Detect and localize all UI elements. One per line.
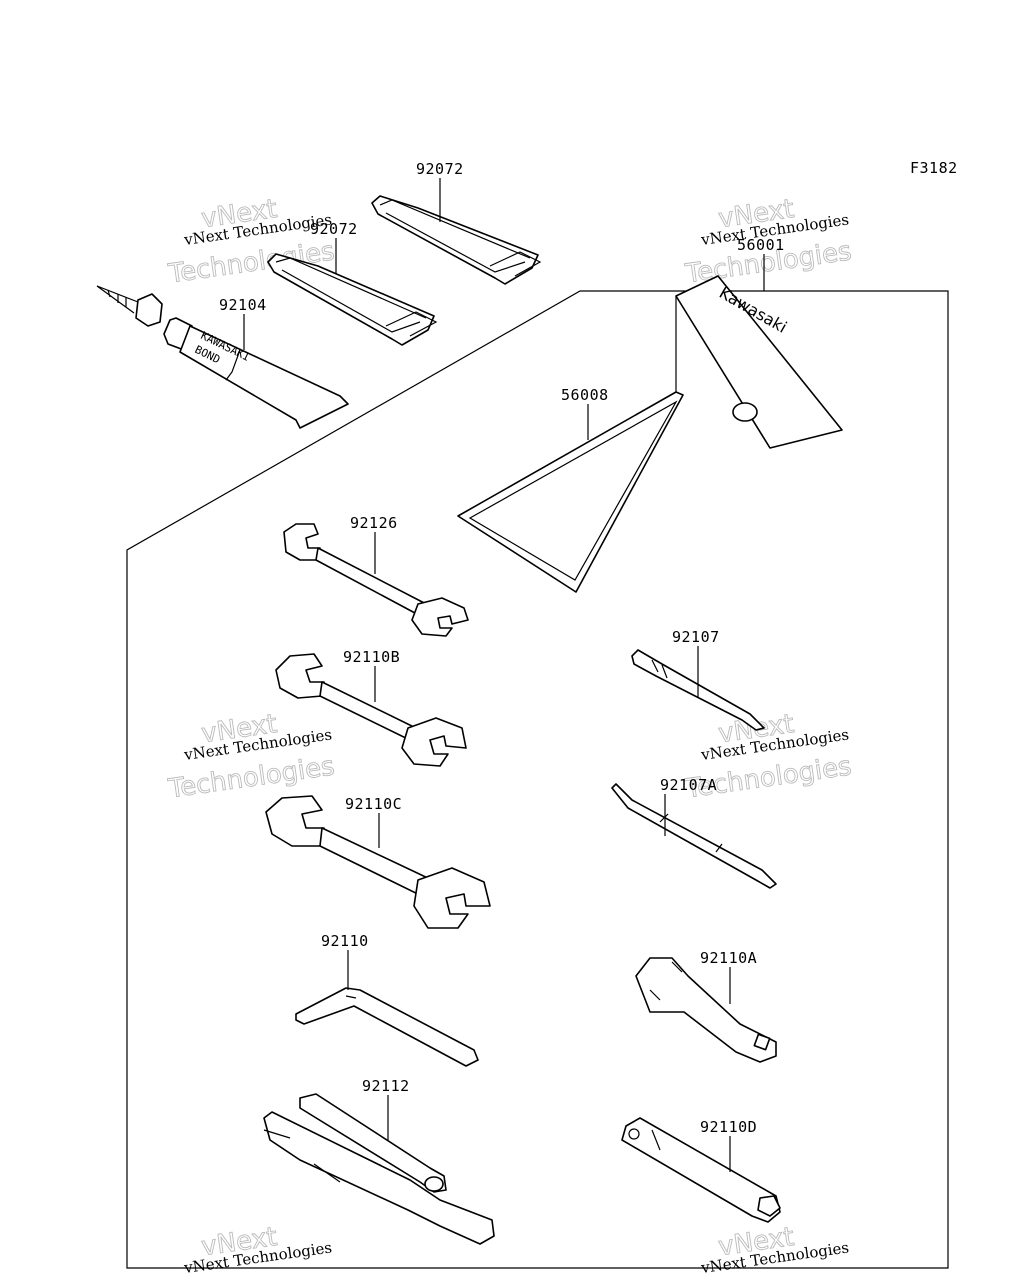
spanner-mid[interactable]	[275, 653, 467, 767]
label-screwdriver: 92107	[672, 628, 720, 646]
spanner-large[interactable]	[265, 795, 491, 929]
bond-tube[interactable]: KAWASAKI BOND	[96, 285, 349, 429]
tool-bag[interactable]: Kawasaki	[457, 275, 843, 593]
pliers[interactable]	[263, 1093, 495, 1245]
label-screwdriver-bit: 92107A	[660, 776, 717, 794]
label-spanner-large: 92110C	[345, 795, 402, 813]
spanner-small[interactable]	[283, 523, 469, 637]
watermark-mid-left: vNext vNext Technologies Technologies	[165, 709, 336, 805]
box-wrench[interactable]	[621, 1117, 781, 1223]
plug-wrench[interactable]	[635, 957, 777, 1063]
strap-upper[interactable]	[371, 195, 542, 285]
label-plug-wrench: 92110A	[700, 949, 757, 967]
strap-lower[interactable]	[267, 253, 438, 346]
label-tool-bag: 56008	[561, 386, 609, 404]
label-bond-tube: 92104	[219, 296, 267, 314]
label-box-wrench: 92110D	[700, 1118, 757, 1136]
hex-key[interactable]	[295, 987, 479, 1067]
label-tool-kit: 56001	[737, 236, 785, 254]
figure-code: F3182	[910, 159, 958, 177]
label-pliers: 92112	[362, 1077, 410, 1095]
label-strap-upper: 92072	[416, 160, 464, 178]
label-hex-key: 92110	[321, 932, 369, 950]
label-strap-lower: 92072	[310, 220, 358, 238]
label-spanner-small: 92126	[350, 514, 398, 532]
label-spanner-mid: 92110B	[343, 648, 400, 666]
screwdriver-bit[interactable]	[611, 783, 777, 889]
